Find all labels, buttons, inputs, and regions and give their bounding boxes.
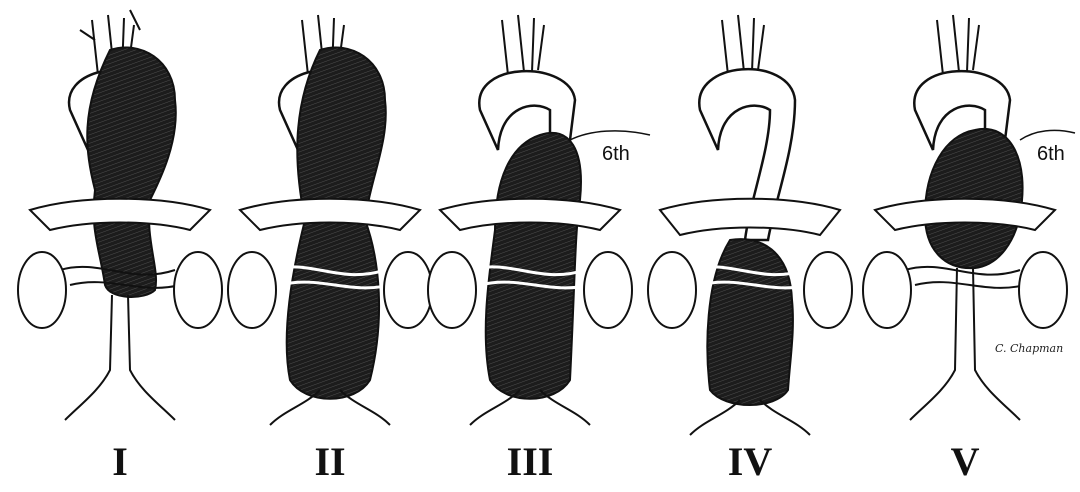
panel-numeral: IV: [728, 439, 773, 484]
artist-signature: C. Chapman: [995, 342, 1063, 355]
panel-numeral: V: [951, 439, 980, 484]
left-kidney: [863, 252, 911, 328]
left-kidney: [428, 252, 476, 328]
right-kidney: [584, 252, 632, 328]
right-kidney: [174, 252, 222, 328]
right-kidney: [1019, 252, 1067, 328]
arch-vessels: [722, 15, 764, 75]
iliac-arteries: [65, 295, 175, 420]
aneurysm-sac: [87, 47, 176, 297]
left-kidney: [648, 252, 696, 328]
visceral-branches: [905, 267, 1025, 288]
sixth-rib: [1020, 130, 1075, 140]
panel-type-IV: IV: [648, 15, 852, 484]
panel-type-V: 6th C. Chapman V: [863, 15, 1075, 484]
right-kidney: [384, 252, 432, 328]
rib-label-6th: 6th: [1037, 143, 1065, 165]
arch-vessels: [502, 15, 544, 75]
panel-numeral: II: [314, 439, 345, 484]
panel-type-III: 6th III: [428, 15, 650, 484]
panel-numeral: III: [507, 439, 554, 484]
left-kidney: [18, 252, 66, 328]
right-kidney: [804, 252, 852, 328]
panel-numeral: I: [112, 439, 128, 484]
rib-label-6th: 6th: [602, 143, 630, 165]
left-kidney: [228, 252, 276, 328]
panel-type-II: II: [228, 15, 432, 484]
panel-type-I: I: [18, 10, 222, 484]
arch-vessels: [937, 15, 979, 75]
sixth-rib: [570, 131, 650, 140]
aneurysm-sac: [707, 239, 793, 405]
